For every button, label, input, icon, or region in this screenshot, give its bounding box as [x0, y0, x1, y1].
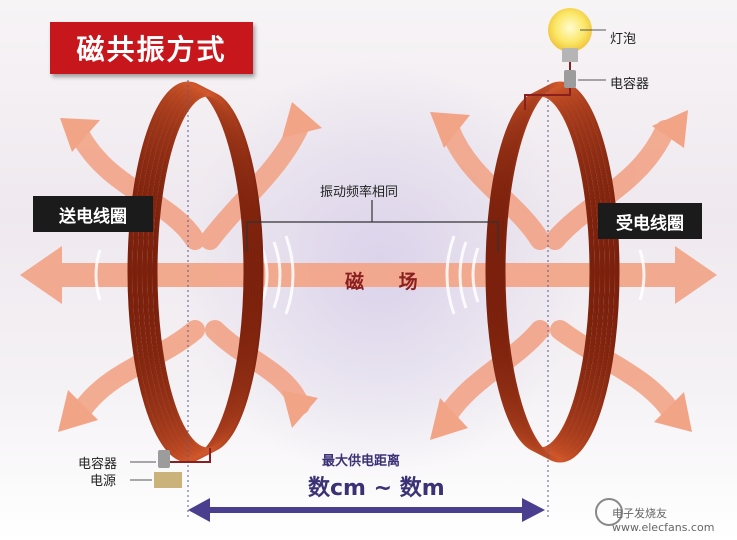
capacitor-bottom-label: 电容器	[78, 457, 118, 472]
receive-coil-label: 受电线圈	[598, 203, 702, 239]
send-coil	[127, 81, 264, 463]
frequency-bracket	[246, 200, 499, 252]
title-banner: 磁共振方式	[50, 22, 253, 74]
capacitor-bottom-icon	[130, 450, 170, 468]
magnetic-field-label: 磁 场	[345, 271, 432, 293]
bulb-wire	[524, 62, 571, 110]
distance-guides	[187, 80, 549, 518]
bulb-label: 灯泡	[610, 32, 637, 47]
distance-arrow	[188, 498, 545, 522]
field-arrowheads	[58, 102, 692, 440]
same-frequency-label: 振动频率相同	[320, 185, 399, 200]
power-wire	[170, 448, 211, 463]
receive-coil	[485, 81, 620, 463]
magnetic-field-arrow	[20, 246, 717, 304]
send-coil-label: 送电线圈	[33, 196, 153, 232]
bulb-icon	[548, 8, 606, 62]
power-source-icon	[130, 472, 182, 488]
distance-range-label: 数cm ~ 数m	[308, 476, 445, 501]
capacitor-top-icon	[564, 70, 606, 88]
watermark-label: 电子发烧友 www.elecfans.com	[612, 507, 715, 534]
page-title: 磁共振方式	[76, 33, 227, 66]
capacitor-top-label: 电容器	[610, 77, 650, 92]
power-source-label: 电源	[90, 474, 117, 489]
watermark-logo-icon	[595, 498, 623, 526]
max-distance-label: 最大供电距离	[322, 454, 401, 469]
wave-emissions	[94, 235, 646, 315]
